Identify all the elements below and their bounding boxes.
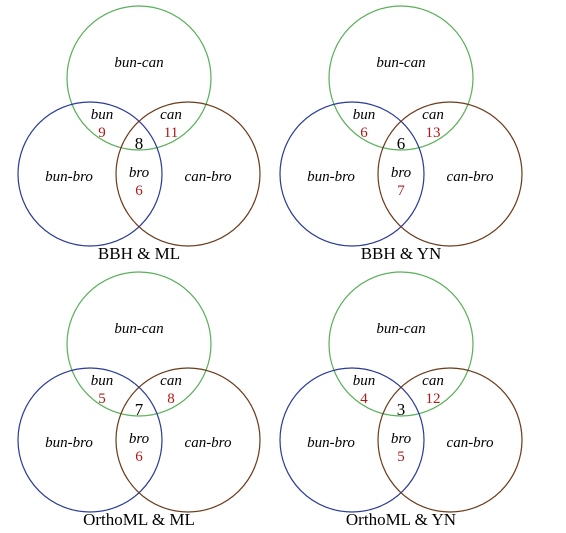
count-bro-overlap: 5 (397, 449, 405, 465)
panel-caption: BBH & YN (361, 244, 442, 263)
label-can-bro: can-bro (185, 169, 232, 185)
label-bun-can: bun-can (114, 55, 163, 71)
label-bro-overlap: bro (129, 165, 150, 181)
panel-caption: OrthoML & ML (83, 510, 195, 529)
label-bun-bro: bun-bro (45, 435, 93, 451)
count-center: 3 (397, 400, 406, 419)
venn-panel-bbh-yn: bun-can bun-bro can-bro bun 6 can 13 6 b… (279, 5, 523, 263)
count-can-overlap: 13 (426, 125, 441, 141)
circle-bun-bro (17, 101, 163, 247)
circle-can-bro (377, 101, 523, 247)
panel-caption: OrthoML & YN (346, 510, 456, 529)
label-can-bro: can-bro (447, 435, 494, 451)
count-bro-overlap: 6 (135, 449, 143, 465)
count-center: 6 (397, 134, 406, 153)
label-bun-overlap: bun (91, 373, 114, 389)
count-bun-overlap: 9 (98, 125, 106, 141)
count-center: 7 (135, 400, 144, 419)
label-bun-can: bun-can (376, 321, 425, 337)
label-bro-overlap: bro (391, 431, 412, 447)
circle-bun-bro (279, 367, 425, 513)
circle-bun-can (328, 271, 474, 417)
panel-caption: BBH & ML (98, 244, 180, 263)
count-bro-overlap: 6 (135, 183, 143, 199)
count-can-overlap: 11 (164, 125, 178, 141)
label-can-overlap: can (422, 107, 444, 123)
count-bun-overlap: 5 (98, 391, 106, 407)
label-bun-bro: bun-bro (45, 169, 93, 185)
label-bro-overlap: bro (129, 431, 150, 447)
circle-bun-bro (17, 367, 163, 513)
label-can-overlap: can (160, 107, 182, 123)
label-can-bro: can-bro (447, 169, 494, 185)
circle-bun-can (66, 5, 212, 151)
circle-bun-can (328, 5, 474, 151)
label-bun-bro: bun-bro (307, 435, 355, 451)
circle-can-bro (377, 367, 523, 513)
count-bun-overlap: 4 (360, 391, 368, 407)
label-can-bro: can-bro (185, 435, 232, 451)
label-bun-overlap: bun (91, 107, 114, 123)
circle-bun-can (66, 271, 212, 417)
count-can-overlap: 8 (167, 391, 175, 407)
venn-panel-orthoml-yn: bun-can bun-bro can-bro bun 4 can 12 3 b… (279, 271, 523, 529)
label-bun-bro: bun-bro (307, 169, 355, 185)
circle-bun-bro (279, 101, 425, 247)
label-can-overlap: can (422, 373, 444, 389)
label-bun-overlap: bun (353, 107, 376, 123)
count-can-overlap: 12 (426, 391, 441, 407)
label-bun-can: bun-can (376, 55, 425, 71)
count-bun-overlap: 6 (360, 125, 368, 141)
label-can-overlap: can (160, 373, 182, 389)
circle-can-bro (115, 101, 261, 247)
count-center: 8 (135, 134, 144, 153)
label-bro-overlap: bro (391, 165, 412, 181)
label-bun-overlap: bun (353, 373, 376, 389)
circle-can-bro (115, 367, 261, 513)
venn-panel-bbh-ml: bun-can bun-bro can-bro bun 9 can 11 8 b… (17, 5, 261, 263)
count-bro-overlap: 7 (397, 183, 405, 199)
label-bun-can: bun-can (114, 321, 163, 337)
venn-panel-orthoml-ml: bun-can bun-bro can-bro bun 5 can 8 7 br… (17, 271, 261, 529)
